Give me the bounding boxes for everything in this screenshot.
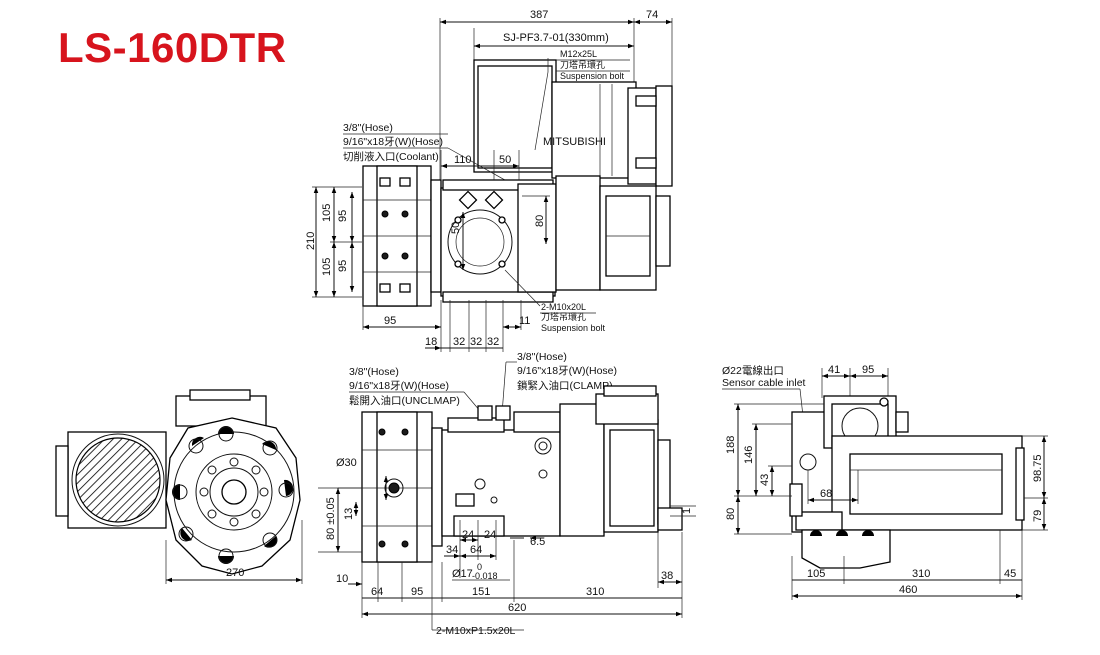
dim-43: 43: [759, 474, 771, 486]
unclamp-note-thread: 9/16"x18牙(W)(Hose): [349, 380, 449, 392]
fan-grille: [75, 437, 161, 523]
dim-phi17: Ø17: [452, 568, 473, 580]
dim-32-third: 32: [487, 336, 499, 348]
suspension-bolt-2-size: 2-M10x20L: [541, 302, 586, 312]
page-title: LS-160DTR: [58, 24, 287, 71]
dim-105-upper: 105: [321, 204, 333, 222]
dim-460: 460: [899, 584, 917, 596]
dim-105-lower: 105: [321, 258, 333, 276]
coolant-note-inlet: 切削液入口(Coolant): [343, 150, 439, 163]
dim-24-first: 24: [462, 529, 474, 541]
dim-64-inner: 64: [470, 544, 482, 556]
motor-brand-label: MITSUBISHI: [543, 136, 606, 148]
drive-housing-top: [555, 175, 601, 291]
dim-34: 34: [446, 544, 458, 556]
turret-bore: [447, 209, 513, 275]
unclamp-note-hose: 3/8"(Hose): [349, 366, 399, 378]
dim-310-rear: 310: [912, 568, 930, 580]
dim-6-5: 6.5: [530, 536, 545, 548]
drive-housing-side: [559, 403, 605, 537]
sensor-note-en: Sensor cable inlet: [722, 377, 806, 389]
suspension-bolt-note-en: Suspension bolt: [560, 71, 625, 81]
dim-68: 68: [820, 488, 832, 500]
dim-95-rear: 95: [862, 364, 874, 376]
clamp-note-inlet: 鎖緊入油口(CLAMP): [517, 379, 613, 392]
dim-620: 620: [508, 602, 526, 614]
dim-270: 270: [226, 567, 244, 579]
dim-95-upper: 95: [337, 210, 349, 222]
dim-151: 151: [472, 586, 490, 598]
dim-11: 11: [519, 315, 530, 327]
unclamp-note-inlet: 鬆開入油口(UNCLMAP): [349, 394, 460, 407]
coolant-note-hose: 3/8"(Hose): [343, 122, 393, 134]
dim-50-horizontal: 50: [499, 154, 511, 166]
dim-79: 79: [1032, 510, 1044, 522]
dim-18: 18: [425, 336, 437, 348]
dim-98-75: 98.75: [1032, 454, 1044, 482]
thread-note: 2-M10xP1.5x20L: [436, 625, 516, 637]
suspension-bolt-note-size: M12x25L: [560, 49, 597, 59]
turret-center: [209, 467, 259, 517]
suspension-bolt-2-en: Suspension bolt: [541, 323, 606, 333]
dim-74: 74: [646, 9, 658, 21]
dim-387: 387: [530, 9, 548, 21]
sensor-note-cn: Ø22電線出口: [722, 364, 784, 377]
dim-41: 41: [828, 364, 840, 376]
dim-146: 146: [743, 446, 755, 464]
motor-body: [551, 81, 637, 179]
dim-64-outer: 64: [371, 586, 383, 598]
side-view: 3/8"(Hose) 9/16"x18牙(W)(Hose) 鬆開入油口(UNCL…: [318, 351, 696, 637]
tol-phi17-lower: -0.018: [472, 571, 498, 581]
dim-210: 210: [305, 232, 317, 250]
dim-10: 10: [336, 573, 348, 585]
dim-95-bottom: 95: [384, 315, 396, 327]
dim-phi30: Ø30: [336, 457, 357, 469]
dim-45: 45: [1004, 568, 1016, 580]
dim-110: 110: [454, 154, 472, 166]
dim-24-second: 24: [484, 529, 496, 541]
dim-80-tolerance: 80 ±0.05: [325, 497, 337, 540]
clamp-note-hose: 3/8"(Hose): [517, 351, 567, 363]
front-view: 270: [55, 389, 303, 584]
dim-105-rear: 105: [807, 568, 825, 580]
coolant-note-thread: 9/16"x18牙(W)(Hose): [343, 136, 443, 148]
dim-13: 13: [343, 508, 355, 520]
dim-188: 188: [725, 436, 737, 454]
dim-95-side: 95: [411, 586, 423, 598]
dim-95-lower: 95: [337, 260, 349, 272]
suspension-bolt-note-cn: 刀塔吊環孔: [560, 59, 605, 70]
clamp-note-thread: 9/16"x18牙(W)(Hose): [517, 365, 617, 377]
dim-50-vertical: 50: [450, 222, 462, 234]
dim-38: 38: [661, 570, 673, 582]
dim-310-side: 310: [586, 586, 604, 598]
motor-spec: SJ-PF3.7-01(330mm): [503, 32, 609, 44]
top-view: 387 74 SJ-PF3.7-01(330mm) MITSUBISHI M12…: [305, 9, 673, 352]
dim-1: 1: [681, 508, 693, 514]
suspension-bolt-2-cn: 刀塔吊環孔: [541, 311, 586, 322]
dim-32-second: 32: [470, 336, 482, 348]
dim-80: 80: [534, 215, 546, 227]
tol-phi17-upper: 0: [477, 562, 482, 572]
dim-80-rear: 80: [725, 508, 737, 520]
dim-32-first: 32: [453, 336, 465, 348]
rear-view: Ø22電線出口 Sensor cable inlet 41 95: [722, 364, 1048, 600]
